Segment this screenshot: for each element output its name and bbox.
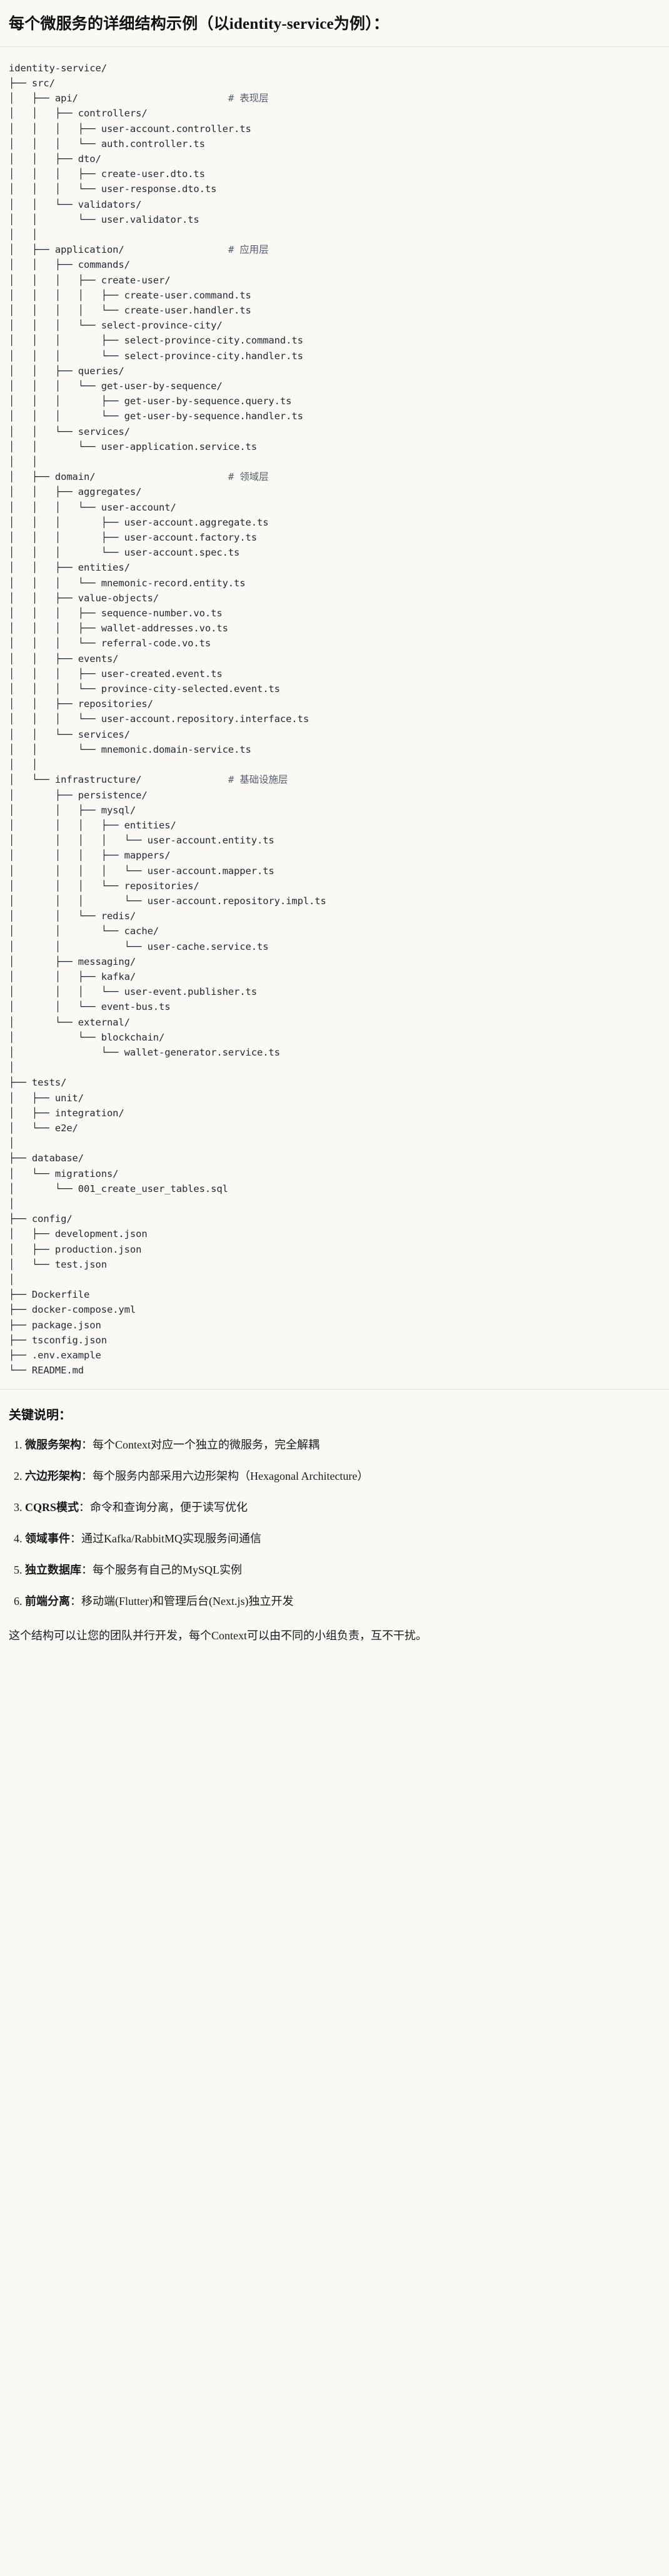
key-notes-section: 关键说明： 微服务架构：每个Context对应一个独立的微服务，完全解耦 六边形… xyxy=(0,1390,669,1661)
notes-heading: 关键说明： xyxy=(9,1408,71,1423)
note-text: 每个服务有自己的MySQL实例 xyxy=(93,1563,243,1576)
document-page: 每个微服务的详细结构示例（以identity-service为例）： ident… xyxy=(0,0,669,1661)
note-separator: ： xyxy=(81,1470,93,1483)
note-text: 每个Context对应一个独立的微服务，完全解耦 xyxy=(93,1438,319,1452)
note-separator: ： xyxy=(70,1594,81,1607)
note-separator: ： xyxy=(79,1501,91,1514)
list-item: 微服务架构：每个Context对应一个独立的微服务，完全解耦 xyxy=(25,1437,660,1454)
note-text: 命令和查询分离，便于读写优化 xyxy=(90,1501,248,1514)
directory-tree-block: identity-service/ ├── src/ │ ├── api/ # … xyxy=(0,46,669,1390)
list-item: 前端分离：移动端(Flutter)和管理后台(Next.js)独立开发 xyxy=(25,1593,660,1611)
notes-list: 微服务架构：每个Context对应一个独立的微服务，完全解耦 六边形架构：每个服… xyxy=(9,1437,660,1610)
note-text: 移动端(Flutter)和管理后台(Next.js)独立开发 xyxy=(81,1594,294,1607)
note-text: 每个服务内部采用六边形架构（Hexagonal Architecture） xyxy=(93,1470,369,1483)
note-separator: ： xyxy=(81,1563,93,1576)
page-title: 每个微服务的详细结构示例（以identity-service为例）： xyxy=(9,16,390,33)
note-label: 前端分离 xyxy=(25,1594,70,1607)
directory-tree: identity-service/ ├── src/ │ ├── api/ # … xyxy=(9,62,326,1377)
closing-paragraph: 这个结构可以让您的团队并行开发，每个Context可以由不同的小组负责，互不干扰… xyxy=(9,1629,427,1642)
list-item: 六边形架构：每个服务内部采用六边形架构（Hexagonal Architectu… xyxy=(25,1468,660,1485)
document-header: 每个微服务的详细结构示例（以identity-service为例）： xyxy=(0,0,669,47)
note-label: 微服务架构 xyxy=(25,1438,81,1452)
list-item: 领域事件：通过Kafka/RabbitMQ实现服务间通信 xyxy=(25,1530,660,1548)
note-label: 六边形架构 xyxy=(25,1470,81,1483)
list-item: CQRS模式：命令和查询分离，便于读写优化 xyxy=(25,1499,660,1517)
note-label: CQRS模式 xyxy=(25,1501,79,1514)
note-label: 领域事件 xyxy=(25,1532,70,1545)
note-text: 通过Kafka/RabbitMQ实现服务间通信 xyxy=(81,1532,261,1545)
list-item: 独立数据库：每个服务有自己的MySQL实例 xyxy=(25,1562,660,1579)
note-separator: ： xyxy=(70,1532,81,1545)
note-label: 独立数据库 xyxy=(25,1563,81,1576)
note-separator: ： xyxy=(81,1438,93,1452)
